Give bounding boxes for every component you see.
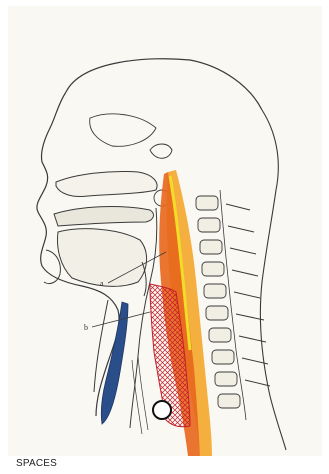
- vertebra-t2: [212, 350, 234, 364]
- sella-contour: [150, 144, 172, 158]
- hard-palate: [54, 207, 153, 226]
- thyroid-cartilage: [94, 300, 108, 392]
- sinus-contour: [90, 114, 156, 146]
- open-circle-marker: [153, 401, 171, 419]
- back-of-neck-outline: [260, 110, 286, 450]
- label-b: b: [84, 323, 88, 332]
- vertebra-t3: [215, 372, 237, 386]
- tongue: [58, 229, 147, 287]
- airway-trachea: [101, 302, 128, 424]
- vertebra-c5: [202, 262, 224, 276]
- figure-caption: SPACES: [16, 458, 57, 469]
- vertebra-t4: [218, 394, 240, 408]
- vertebra-c7: [206, 306, 228, 320]
- vertebra-c2: [196, 196, 218, 210]
- vertebra-t1: [209, 328, 231, 342]
- anterior-neck-lines: [132, 356, 148, 434]
- vertebra-c4: [200, 240, 222, 254]
- vertebra-c6: [204, 284, 226, 298]
- label-a: a: [100, 279, 104, 288]
- vertebra-c3: [198, 218, 220, 232]
- mandible: [44, 250, 60, 284]
- skull-outline: [66, 59, 262, 110]
- nasal-cavity: [56, 171, 157, 196]
